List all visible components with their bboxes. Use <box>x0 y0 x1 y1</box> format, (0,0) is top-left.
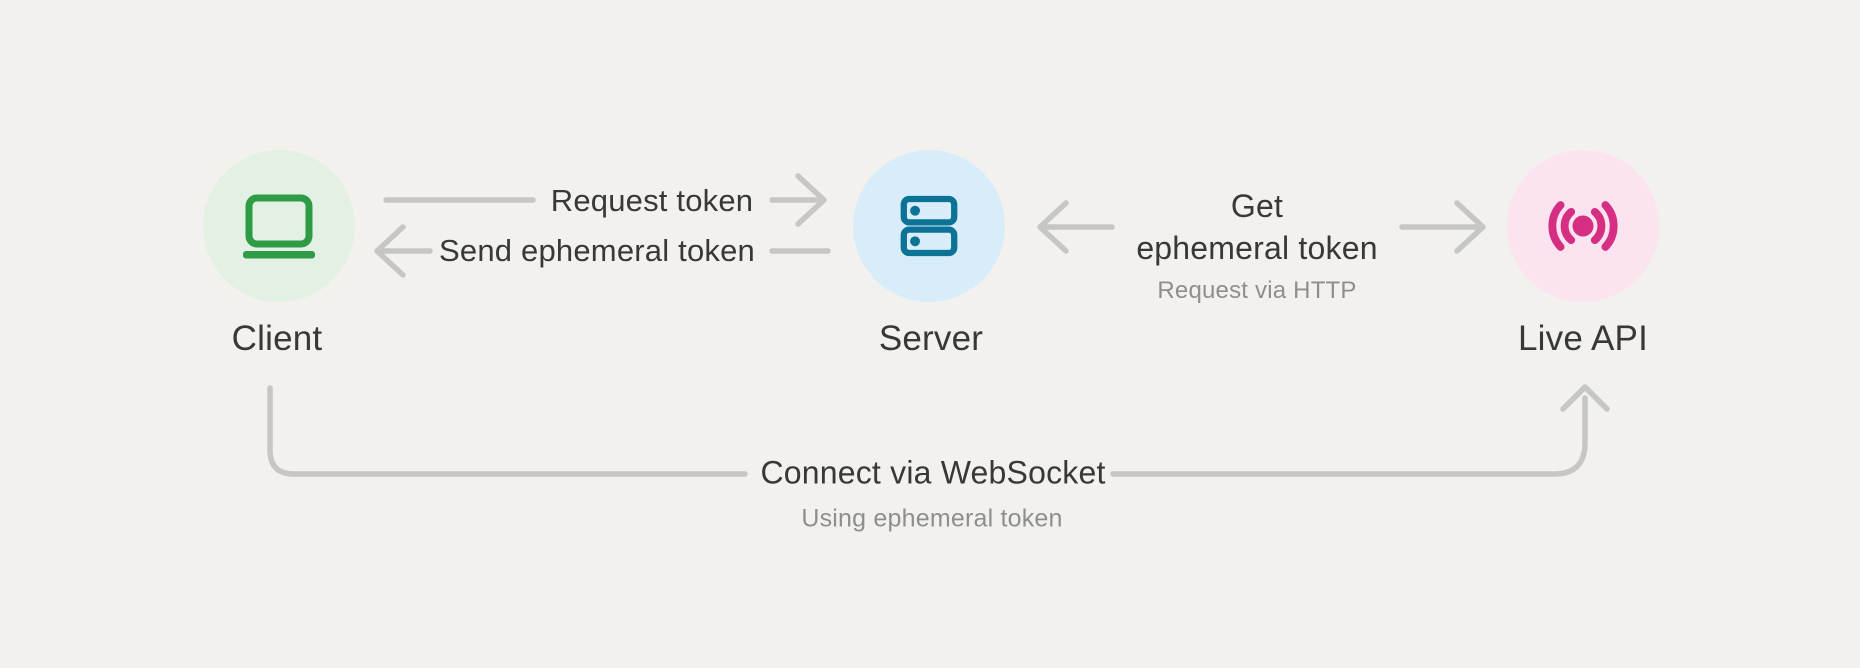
arrow-up-icon <box>1560 384 1610 412</box>
laptop-icon <box>243 194 315 259</box>
arrow-right-icon <box>1399 200 1486 254</box>
edge-label-line2: ephemeral token <box>1136 230 1378 266</box>
edge-label-get-ephemeral-token: Get ephemeral token <box>1136 185 1377 269</box>
websocket-line-left <box>267 385 748 477</box>
edge-sublabel-request-via-http: Request via HTTP <box>1157 277 1357 304</box>
node-label-server: Server <box>878 319 984 358</box>
node-live-api <box>1507 150 1659 302</box>
edge-label-line1: Get <box>1230 188 1284 224</box>
edge-label-connect-websocket: Connect via WebSocket <box>760 454 1106 491</box>
node-label-live-api: Live API <box>1517 319 1649 358</box>
node-server <box>853 150 1005 302</box>
node-client <box>203 150 355 302</box>
edge-label-request-token: Request token <box>550 183 754 218</box>
arrow-left-icon <box>374 224 433 278</box>
edge-label-send-ephemeral-token: Send ephemeral token <box>439 233 755 268</box>
edge-sublabel-using-ephemeral-token: Using ephemeral token <box>801 504 1063 533</box>
node-label-client: Client <box>231 319 323 358</box>
websocket-line-right <box>1110 395 1588 477</box>
broadcast-icon <box>1548 201 1618 251</box>
arrow-left-icon <box>1037 200 1115 254</box>
arrow-right-icon <box>769 173 827 227</box>
server-rack-icon <box>900 195 958 257</box>
